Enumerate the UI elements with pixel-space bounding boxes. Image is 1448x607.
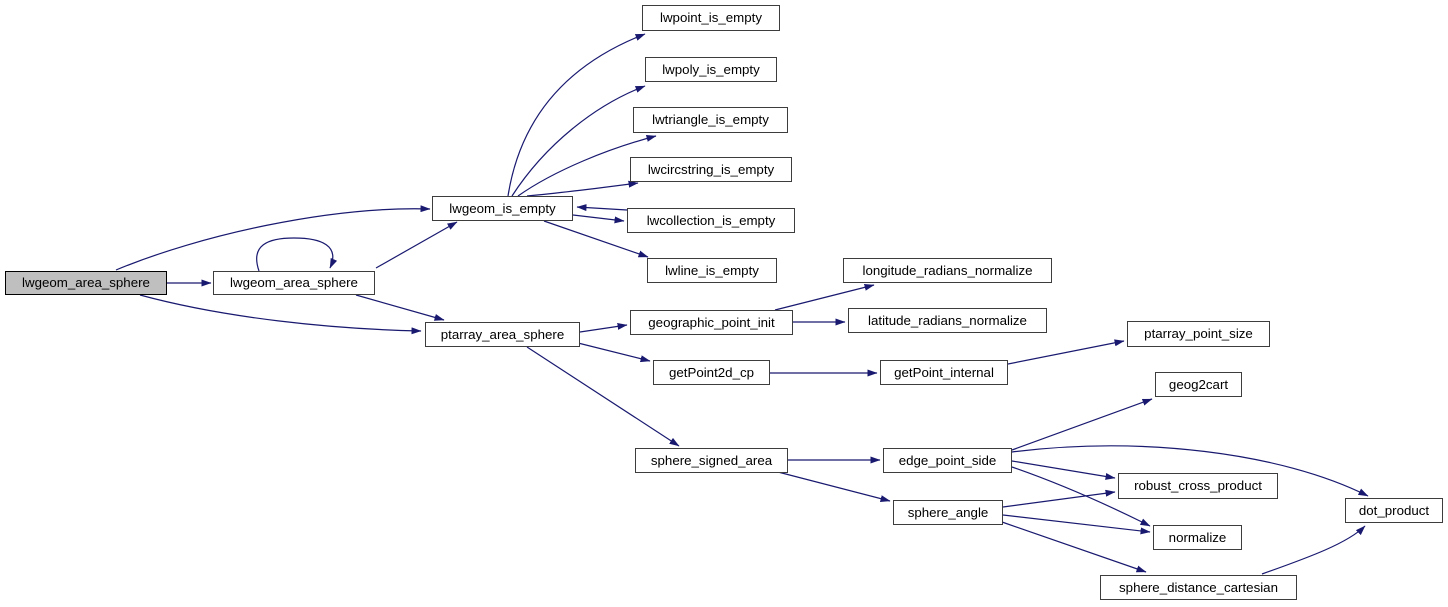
edge-lwgeom-area-sphere--to--lwgeom-area-sphere [256, 237, 338, 272]
edge-edge-point-side--to--normalize [1011, 466, 1151, 527]
node-sphere-signed-area[interactable]: sphere_signed_area [635, 448, 788, 473]
edge-getpoint-internal--to--ptarray-point-size [1007, 339, 1125, 365]
node-getpoint-internal[interactable]: getPoint_internal [880, 360, 1008, 385]
node-sphere-angle[interactable]: sphere_angle [893, 500, 1003, 525]
node-lwline-is-empty[interactable]: lwline_is_empty [647, 258, 777, 283]
node-lwcollection-is-empty[interactable]: lwcollection_is_empty [627, 208, 795, 233]
node-dot-product[interactable]: dot_product [1345, 498, 1443, 523]
edge-edge-point-side--to--dot-product [1011, 445, 1369, 497]
edge-edge-point-side--to--robust-cross-product [1011, 460, 1116, 480]
node-robust-cross-product[interactable]: robust_cross_product [1118, 473, 1278, 499]
edges-group [115, 33, 1369, 575]
edge-edge-point-side--to--geog2cart [1011, 398, 1153, 451]
edge-sphere-signed-area--to--sphere-angle [777, 471, 891, 503]
edge-lwgeom-area-sphere-root--to--lwgeom-is-empty [115, 205, 431, 271]
edge-ptarray-area-sphere--to--getpoint2d-cp [577, 342, 651, 363]
node-sphere-distance-cartesian[interactable]: sphere_distance_cartesian [1100, 575, 1297, 600]
edge-lwgeom-area-sphere--to--ptarray-area-sphere [355, 294, 445, 321]
node-getpoint2d-cp[interactable]: getPoint2d_cp [653, 360, 770, 385]
edge-sphere-distance-cartesian--to--dot-product [1261, 525, 1366, 575]
edge-lwgeom-is-empty--to--lwtriangle-is-empty [517, 135, 657, 197]
edge-sphere-angle--to--normalize [1002, 514, 1151, 535]
edge-lwgeom-is-empty--to--lwpoly-is-empty [511, 85, 646, 197]
edge-lwgeom-is-empty--to--lwline-is-empty [543, 220, 649, 258]
node-lwgeom-area-sphere-root: lwgeom_area_sphere [5, 271, 167, 295]
node-lwpoly-is-empty[interactable]: lwpoly_is_empty [645, 57, 777, 82]
node-ptarray-point-size[interactable]: ptarray_point_size [1127, 321, 1270, 347]
node-lwcircstring-is-empty[interactable]: lwcircstring_is_empty [630, 157, 792, 182]
node-ptarray-area-sphere[interactable]: ptarray_area_sphere [425, 322, 580, 347]
edge-lwcollection-is-empty--to--lwgeom-is-empty [576, 204, 628, 212]
edge-ptarray-area-sphere--to--sphere-signed-area [526, 346, 680, 447]
node-normalize[interactable]: normalize [1153, 525, 1242, 550]
node-latitude-radians-normalize[interactable]: latitude_radians_normalize [848, 308, 1047, 333]
node-lwtriangle-is-empty[interactable]: lwtriangle_is_empty [633, 107, 788, 133]
node-edge-point-side[interactable]: edge_point_side [883, 448, 1012, 473]
node-lwgeom-is-empty[interactable]: lwgeom_is_empty [432, 196, 573, 221]
edge-lwgeom-is-empty--to--lwcircstring-is-empty [526, 180, 639, 197]
edge-lwgeom-is-empty--to--lwcollection-is-empty [572, 214, 625, 224]
edge-geographic-point-init--to--longitude-radians-normalize [774, 283, 875, 311]
node-geog2cart[interactable]: geog2cart [1155, 372, 1242, 397]
edge-lwgeom-area-sphere-root--to--ptarray-area-sphere [139, 294, 422, 335]
node-geographic-point-init[interactable]: geographic_point_init [630, 310, 793, 335]
edge-lwgeom-is-empty--to--lwpoint-is-empty [507, 33, 646, 197]
edge-sphere-angle--to--robust-cross-product [1002, 489, 1116, 508]
edge-sphere-angle--to--sphere-distance-cartesian [1001, 521, 1147, 573]
node-lwpoint-is-empty[interactable]: lwpoint_is_empty [642, 5, 780, 31]
node-longitude-radians-normalize[interactable]: longitude_radians_normalize [843, 258, 1052, 283]
edge-lwgeom-area-sphere--to--lwgeom-is-empty [375, 221, 458, 269]
edge-ptarray-area-sphere--to--geographic-point-init [579, 322, 628, 333]
node-lwgeom-area-sphere[interactable]: lwgeom_area_sphere [213, 271, 375, 295]
